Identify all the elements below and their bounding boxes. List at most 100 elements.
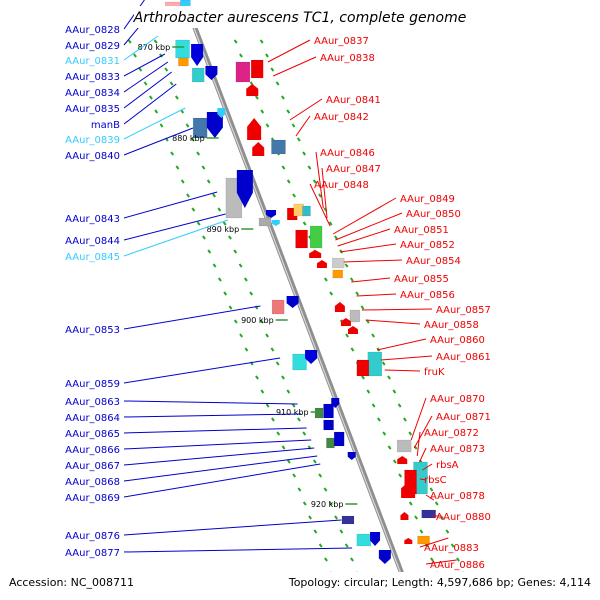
left-callout-line — [123, 191, 218, 219]
left-gene-label: AAur_0828 — [65, 25, 120, 36]
right-gene-label: AAur_0870 — [430, 394, 485, 405]
frame-dash — [292, 473, 297, 478]
right-callout-line — [419, 447, 427, 463]
frame-dash — [450, 543, 455, 548]
frame-dash — [291, 403, 296, 408]
frame-dash — [324, 557, 328, 562]
right-callout-line — [361, 308, 433, 311]
frame-dash — [440, 515, 444, 520]
frame-dash — [259, 39, 264, 44]
frame-dash — [308, 515, 312, 520]
frame-dash — [313, 529, 318, 534]
frame-dash — [377, 417, 381, 422]
frame-dash — [361, 375, 365, 380]
gene-arrow — [217, 108, 226, 118]
gene-arrow — [378, 550, 391, 564]
frame-dash — [207, 249, 212, 254]
right-callout-line — [289, 98, 323, 121]
gene-arrow — [370, 532, 381, 546]
frame-dash — [445, 529, 450, 534]
gene-arrow — [401, 482, 416, 498]
right-gene-label: AAur_0848 — [314, 180, 369, 191]
gene-arrow — [206, 112, 223, 138]
frame-dash — [238, 263, 243, 268]
right-callout-line — [315, 151, 324, 209]
right-gene-label: AAur_0861 — [436, 352, 491, 363]
right-gene-label: AAur_0886 — [430, 560, 485, 571]
gene-arrow — [252, 142, 265, 156]
frame-dash — [355, 291, 360, 296]
gene-arrow — [400, 512, 409, 520]
gene-arrow — [286, 296, 299, 308]
frame-dash — [397, 403, 402, 408]
frame-dash — [398, 473, 403, 478]
frame-dash — [296, 137, 301, 142]
frame-dash — [286, 389, 291, 394]
gene-arrow — [340, 318, 351, 326]
gene-block — [421, 509, 436, 519]
frame-dash — [382, 431, 387, 436]
gene-arrow — [247, 118, 262, 140]
frame-dash — [323, 277, 328, 282]
frame-dash — [185, 123, 190, 128]
right-gene-label: AAur_0838 — [320, 53, 375, 64]
right-gene-label: AAur_0855 — [394, 274, 449, 285]
frame-dash — [190, 137, 195, 142]
right-callout-line — [295, 115, 311, 137]
right-callout-line — [365, 319, 421, 325]
frame-dash — [223, 291, 228, 296]
left-callout-line — [123, 305, 261, 330]
frame-dash — [175, 165, 180, 170]
left-callout-line — [123, 439, 312, 450]
frame-dash — [265, 123, 270, 128]
frame-dash — [429, 487, 434, 492]
gene-block — [331, 257, 345, 269]
frame-dash — [419, 529, 424, 534]
frame-dash — [159, 53, 163, 58]
right-callout-line — [332, 197, 397, 235]
frame-dash — [434, 501, 439, 506]
right-callout-line — [321, 167, 328, 219]
right-gene-label: AAur_0857 — [436, 305, 491, 316]
left-callout-line — [123, 413, 302, 418]
left-gene-label: AAur_0876 — [65, 531, 120, 542]
frame-dash — [265, 53, 269, 58]
frame-dash — [302, 221, 307, 226]
frame-dash — [270, 347, 275, 352]
gene-arrow — [334, 302, 345, 312]
right-callout-line — [416, 431, 421, 457]
topology-summary: Topology: circular; Length: 4,597,686 bp… — [288, 576, 591, 589]
gene-block — [302, 205, 311, 217]
frame-dash — [271, 417, 275, 422]
frame-dash — [323, 487, 328, 492]
frame-dash — [344, 263, 349, 268]
left-gene-label: AAur_0833 — [65, 72, 120, 83]
right-gene-label: AAur_0847 — [326, 164, 381, 175]
frame-dash — [249, 291, 254, 296]
left-gene-label: AAur_0869 — [65, 493, 120, 504]
gene-block — [309, 225, 323, 249]
gene-arrow — [191, 44, 204, 66]
left-callout-line — [123, 219, 228, 257]
frame-dash — [408, 501, 413, 506]
left-gene-label: AAur_0829 — [65, 41, 120, 52]
frame-dash — [366, 389, 371, 394]
frame-dash — [286, 179, 291, 184]
frame-dash — [259, 319, 264, 324]
right-callout-line — [376, 338, 427, 351]
frame-dash — [286, 109, 291, 114]
right-callout-line — [356, 293, 397, 297]
left-callout-line — [123, 71, 173, 109]
gene-arrow — [236, 170, 253, 208]
frame-dash — [392, 389, 397, 394]
right-gene-label: AAur_0842 — [314, 112, 369, 123]
right-gene-label: AAur_0873 — [430, 444, 485, 455]
frame-dash — [254, 95, 259, 100]
frame-dash — [280, 95, 285, 100]
left-gene-label: AAur_0877 — [65, 548, 120, 559]
right-gene-label: rbsA — [436, 460, 459, 471]
left-gene-label: AAur_0839 — [65, 135, 120, 146]
gene-block — [235, 61, 251, 83]
frame-dash — [212, 193, 216, 198]
accession-text: Accession: NC_008711 — [9, 576, 134, 589]
